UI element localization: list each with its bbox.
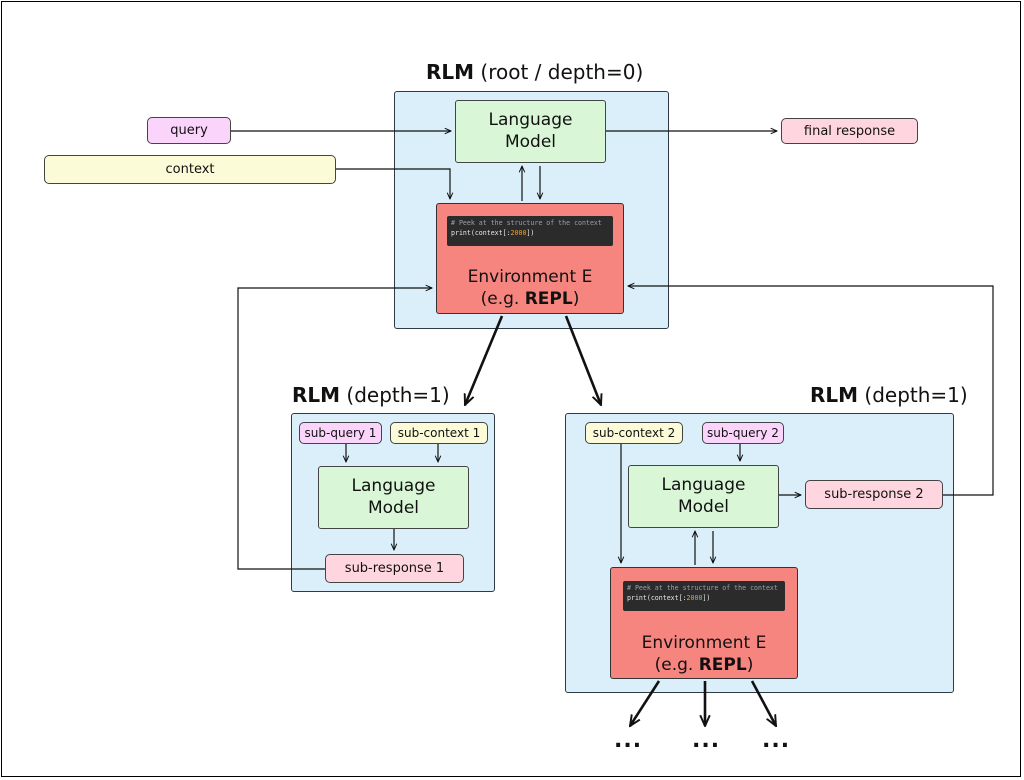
ellipsis-middle: ... — [692, 728, 721, 753]
ellipsis-left: ... — [614, 728, 643, 753]
child2-environment-label: Environment E (e.g. REPL) — [641, 633, 767, 675]
child2-rlm-title: RLM (depth=1) — [810, 383, 968, 407]
child2-sub-query-pill: sub-query 2 — [702, 422, 784, 444]
arrow-sub-response1-to-env — [237, 288, 432, 570]
ellipsis-right: ... — [762, 728, 791, 753]
final-response-pill: final response — [781, 118, 918, 144]
child1-rlm-title: RLM (depth=1) — [292, 383, 450, 407]
context-pill: context — [44, 155, 336, 184]
child2-environment: # Peek at the structure of the context p… — [610, 567, 798, 679]
query-pill: query — [147, 117, 231, 144]
child1-sub-context-pill: sub-context 1 — [390, 422, 488, 444]
arrow-child2-to-recursion-right — [750, 680, 778, 726]
child1-sub-response-pill: sub-response 1 — [325, 554, 464, 583]
arrow-context-to-env — [336, 168, 450, 199]
arrow-root-to-child1 — [465, 315, 504, 405]
child2-code-snippet: # Peek at the structure of the context p… — [623, 581, 785, 611]
child2-sub-context-pill: sub-context 2 — [585, 422, 683, 444]
child1-sub-query-pill: sub-query 1 — [299, 422, 382, 444]
root-code-snippet: # Peek at the structure of the context p… — [447, 216, 613, 246]
root-environment: # Peek at the structure of the context p… — [436, 203, 624, 314]
child2-sub-response-pill: sub-response 2 — [805, 480, 943, 509]
arrow-root-to-child2 — [564, 315, 601, 405]
root-rlm-title: RLM (root / depth=0) — [426, 60, 644, 84]
arrow-child2-to-recursion-left — [630, 680, 661, 726]
root-environment-label: Environment E (e.g. REPL) — [467, 267, 593, 309]
arrow-sub-response2-to-env — [628, 286, 994, 496]
